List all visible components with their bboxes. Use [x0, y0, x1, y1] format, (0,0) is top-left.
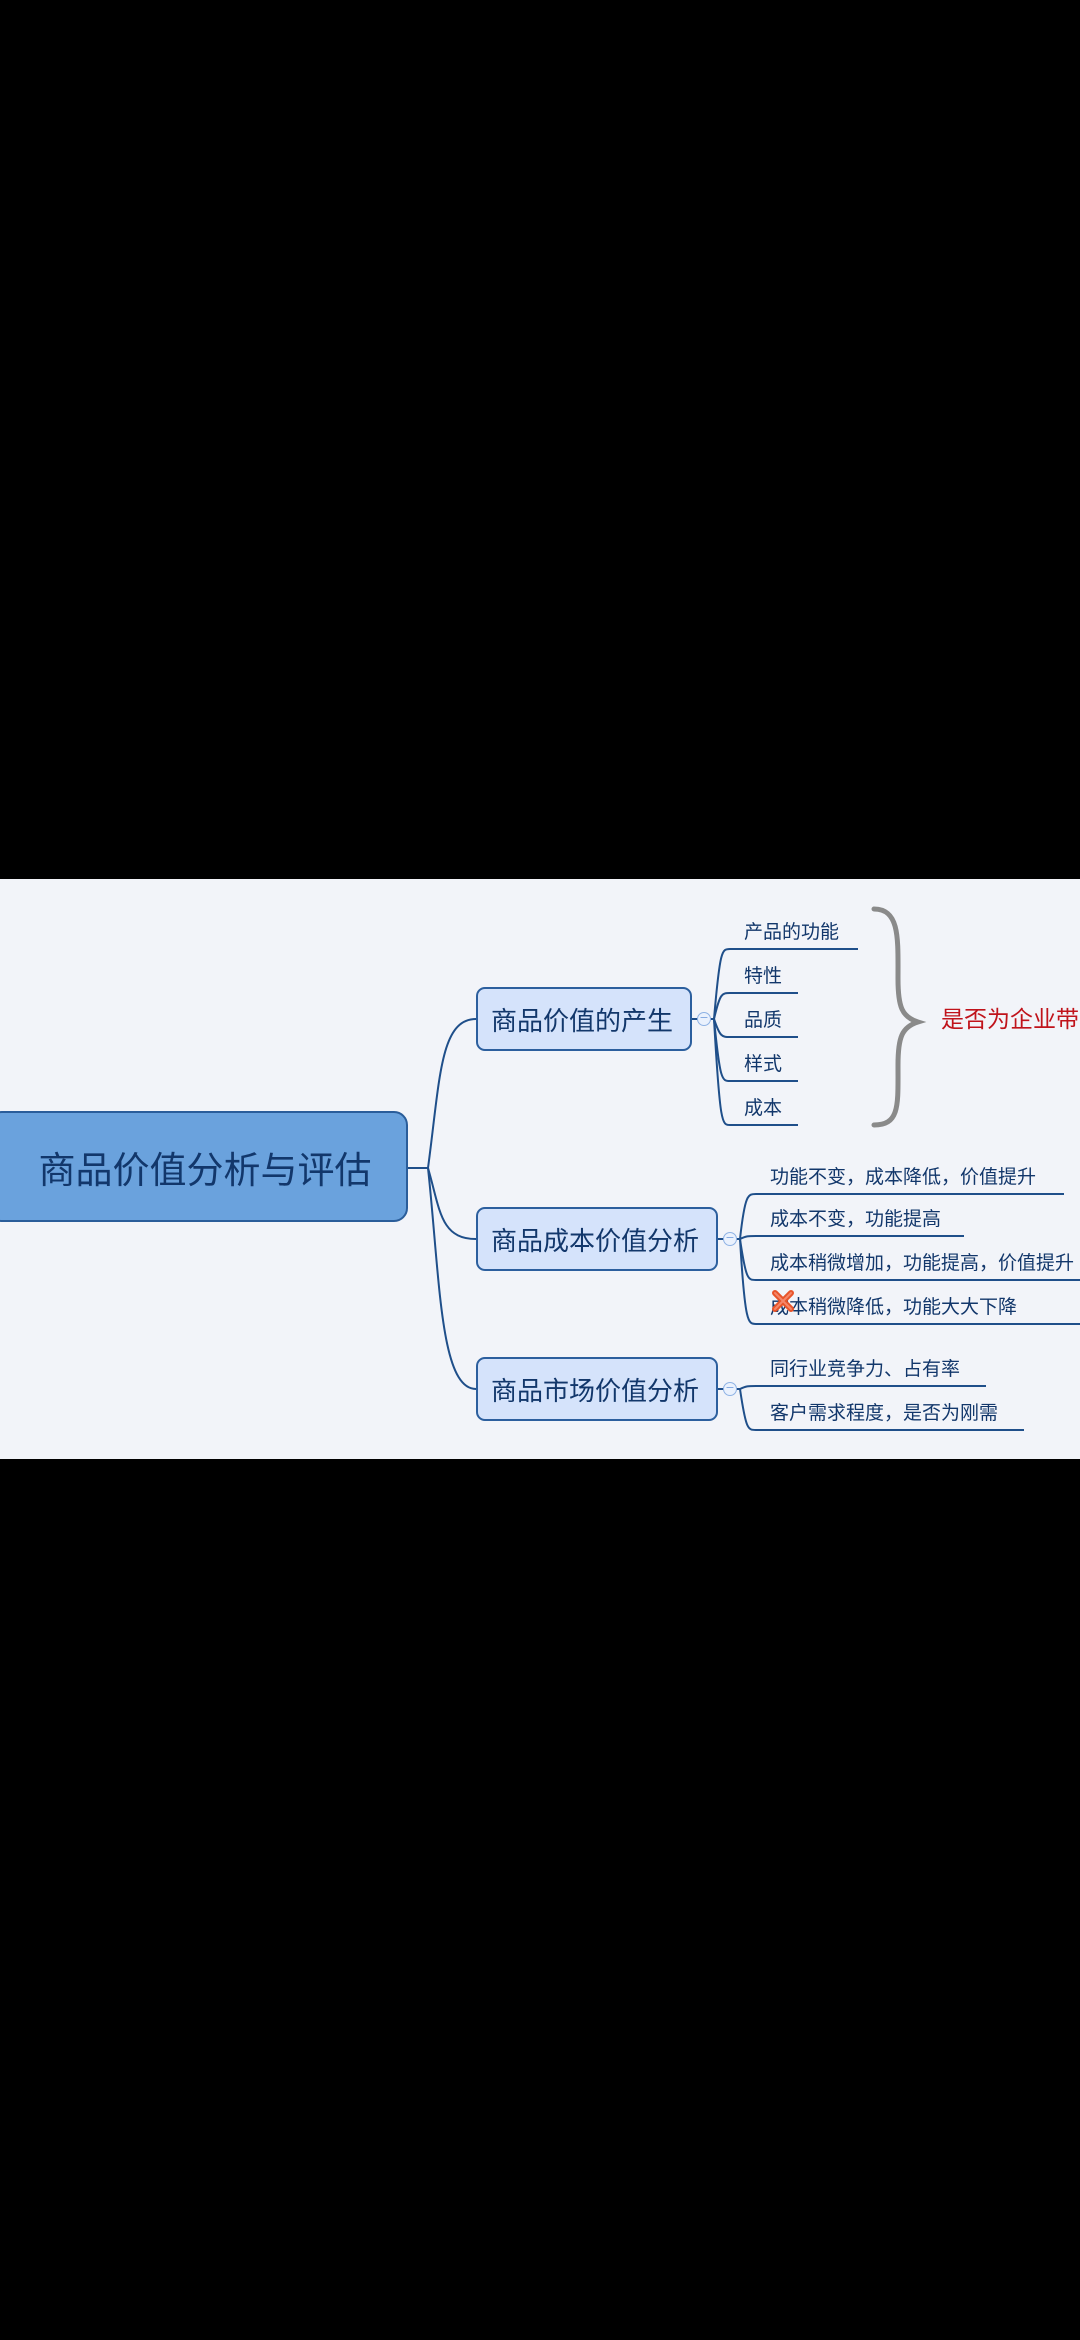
collapse-toggle-icon[interactable]: −	[723, 1382, 737, 1396]
leaf-cost-analysis-2[interactable]: 成本不变，功能提高	[770, 1200, 941, 1234]
leaf-feature[interactable]: 特性	[744, 957, 782, 991]
connector-leaf-2-2	[739, 1235, 964, 1240]
branch-label: 商品成本价值分析	[491, 1226, 700, 1257]
connector-leaf-2-4	[739, 1238, 1080, 1325]
leaf-cost-analysis-1[interactable]: 功能不变，成本降低，价值提升	[770, 1158, 1036, 1192]
leaf-label: 客户需求程度，是否为刚需	[770, 1401, 999, 1424]
leaf-customer-demand[interactable]: 客户需求程度，是否为刚需	[770, 1394, 998, 1428]
leaf-cost[interactable]: 成本	[744, 1089, 782, 1123]
root-label: 商品价值分析与评估	[38, 1148, 372, 1192]
curly-brace	[871, 906, 927, 1128]
leaf-function[interactable]: 产品的功能	[744, 913, 839, 947]
leaf-style[interactable]: 样式	[744, 1045, 782, 1079]
leaf-competitiveness[interactable]: 同行业竞争力、占有率	[770, 1350, 960, 1384]
mindmap-canvas: 商品价值分析与评估 商品价值的产生 − 产品的功能 特性 品质 样式 成本 是否…	[0, 879, 1080, 1459]
leaf-label: 产品的功能	[744, 920, 840, 943]
brace-annotation: 是否为企业带	[941, 1007, 1079, 1033]
connector-branch-1	[427, 1018, 477, 1169]
leaf-quality[interactable]: 品质	[744, 1001, 782, 1035]
connector-branch-2	[427, 1167, 477, 1240]
leaf-label: 成本稍微增加，功能提高，价值提升	[770, 1251, 1075, 1274]
leaf-label: 样式	[744, 1052, 783, 1075]
leaf-label: 成本	[744, 1096, 783, 1119]
branch-label: 商品市场价值分析	[491, 1376, 700, 1407]
leaf-label: 成本不变，功能提高	[770, 1207, 942, 1230]
branch-label: 商品价值的产生	[491, 1006, 674, 1037]
branch-node-market-value[interactable]: 商品市场价值分析	[476, 1357, 718, 1421]
connector-branch-3	[427, 1167, 477, 1390]
root-node[interactable]: 商品价值分析与评估	[0, 1111, 408, 1222]
leaf-label: 同行业竞争力、占有率	[770, 1357, 961, 1380]
cross-icon	[772, 1290, 794, 1312]
connector-leaf-2-3	[739, 1238, 1080, 1281]
branch-node-cost-value[interactable]: 商品成本价值分析	[476, 1207, 718, 1271]
leaf-cost-analysis-4[interactable]: 成本稍微降低，功能大大下降	[770, 1288, 1017, 1322]
leaf-cost-analysis-3[interactable]: 成本稍微增加，功能提高，价值提升	[770, 1244, 1074, 1278]
connector-leaf-1-1	[713, 948, 858, 1020]
connector-leaf-3-1	[739, 1385, 986, 1390]
collapse-toggle-icon[interactable]: −	[723, 1232, 737, 1246]
connector-leaf-2-1	[739, 1193, 1064, 1240]
leaf-label: 特性	[744, 964, 783, 987]
connector-leaf-1-3	[713, 1018, 798, 1038]
connector-lines	[406, 906, 1080, 1431]
leaf-label: 功能不变，成本降低，价值提升	[770, 1165, 1037, 1188]
leaf-label: 品质	[744, 1008, 783, 1031]
connector-leaf-1-5	[713, 1018, 798, 1126]
leaf-label: 成本稍微降低，功能大大下降	[770, 1295, 1018, 1318]
connector-leaf-3-2	[739, 1388, 1024, 1431]
branch-node-value-origin[interactable]: 商品价值的产生	[476, 987, 692, 1051]
collapse-toggle-icon[interactable]: −	[697, 1012, 711, 1026]
connector-leaf-1-2	[713, 992, 798, 1020]
